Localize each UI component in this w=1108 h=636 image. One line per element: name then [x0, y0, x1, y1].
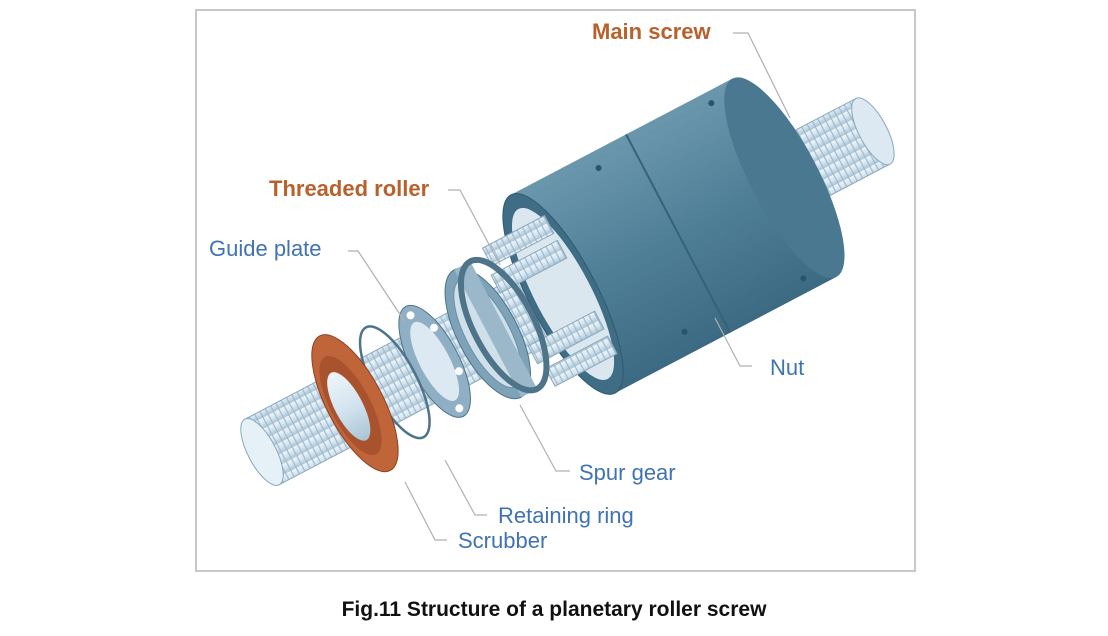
figure-caption: Fig.11 Structure of a planetary roller s… [341, 598, 767, 621]
label-nut: Nut [770, 355, 805, 380]
scrubber [311, 334, 399, 473]
spur-gear [444, 256, 550, 400]
label-guide-plate: Guide plate [209, 236, 322, 261]
label-spur-gear: Spur gear [579, 460, 676, 485]
guide-plate [398, 304, 471, 418]
leader-lines [348, 32, 791, 541]
label-main-screw: Main screw [592, 19, 711, 44]
label-retaining-ring: Retaining ring [498, 503, 634, 528]
label-scrubber: Scrubber [458, 528, 548, 553]
label-threaded-roller: Threaded roller [269, 176, 430, 201]
